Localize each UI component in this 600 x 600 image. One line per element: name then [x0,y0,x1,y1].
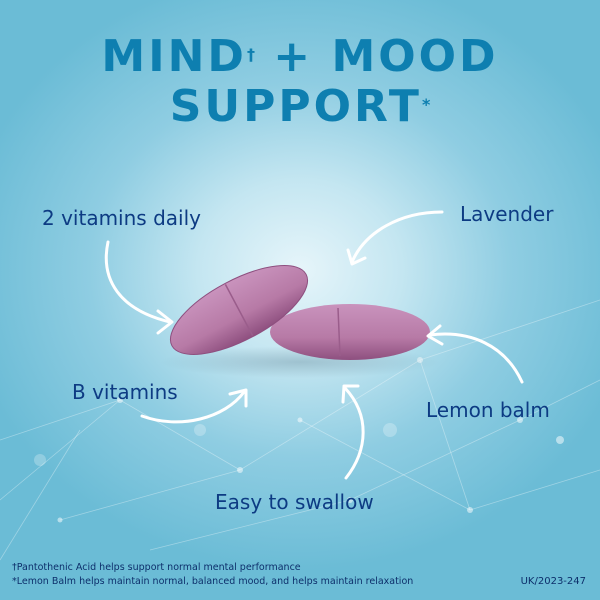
callout-lemon-balm: Lemon balm [426,398,550,422]
arrow-icon-top-right [346,210,444,266]
arrow-icon-bottom [341,384,365,480]
tablet-right [270,304,430,360]
callout-2-vitamins-daily: 2 vitamins daily [42,206,201,230]
headline-mind: MIND [101,31,247,82]
headline-support: SUPPORT [169,81,422,132]
callout-easy-to-swallow: Easy to swallow [215,490,374,514]
arrow-icon-mid-left [140,388,248,424]
headline-line-1: MIND† + MOOD [0,32,600,82]
asterisk-mark: * [421,95,431,114]
dagger-mark: † [246,45,255,64]
headline-mood: + MOOD [273,31,499,82]
callout-b-vitamins: B vitamins [72,380,178,404]
footnote-lemon-balm: *Lemon Balm helps maintain normal, balan… [12,576,414,587]
tablet-left [169,265,309,355]
callout-lavender: Lavender [460,202,554,226]
arrow-icon-mid-right [426,324,524,384]
headline-line-2: SUPPORT* [0,82,600,132]
footnote-pantothenic-acid: †Pantothenic Acid helps support normal m… [12,562,301,573]
reference-code: UK/2023-247 [520,576,586,587]
arrow-icon-top-left [104,240,174,335]
